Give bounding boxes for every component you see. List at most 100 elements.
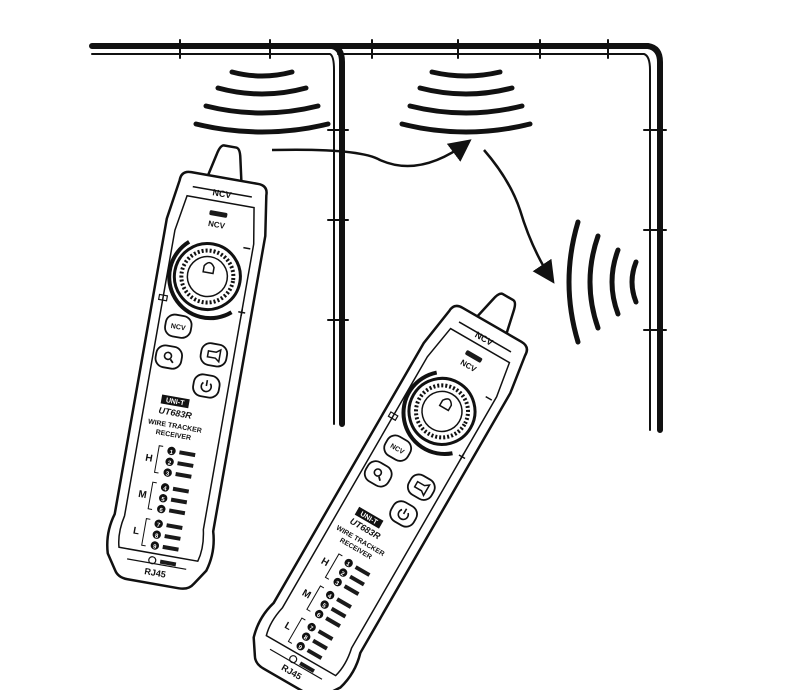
signal-waves-middle [399, 69, 533, 135]
tip-collar [192, 185, 252, 198]
rj45-port-label: RJ45 [144, 566, 167, 580]
power-icon [200, 379, 213, 393]
level-number-badge [296, 641, 305, 651]
brand-logo-bg [160, 394, 190, 409]
dial-face [421, 390, 463, 433]
port-divider [269, 648, 323, 680]
level-number-badge [333, 577, 342, 587]
signal-waves-right [566, 219, 639, 345]
button-shell [199, 342, 229, 368]
level-number-badge [150, 541, 160, 550]
level-number-badge [338, 568, 348, 577]
level-led [317, 629, 334, 641]
dial-knob-icon [202, 261, 215, 275]
level-led [179, 450, 196, 458]
battery-icon [387, 411, 399, 422]
level-number: 4 [326, 593, 332, 600]
arrow-to-right [483, 149, 555, 284]
search-icon [163, 351, 174, 364]
power-button[interactable] [192, 373, 221, 399]
button-shell [389, 500, 418, 528]
level-led [170, 497, 188, 505]
level-led [172, 486, 190, 494]
brand-logo: UNI-T [160, 394, 190, 409]
level-number: 5 [321, 603, 327, 610]
level-number-badge [320, 600, 329, 609]
button-shell [164, 313, 193, 339]
ncv-led-label: NCV [207, 219, 226, 231]
tip-collar [458, 321, 512, 353]
level-number-badge [325, 590, 335, 600]
level-bracket [306, 585, 325, 612]
level-group-m: M [137, 489, 147, 501]
level-led [177, 461, 194, 468]
cable-clips [179, 39, 667, 331]
level-bracket [153, 445, 164, 474]
arrow-to-middle [271, 139, 472, 168]
level-led [325, 616, 341, 628]
level-number: 7 [308, 625, 314, 632]
dial-face [186, 255, 229, 298]
search-button[interactable] [361, 458, 395, 490]
battery-icon [157, 293, 169, 302]
brand-text: UNI-T [165, 397, 185, 407]
ncv-button-label: NCV [170, 323, 186, 333]
device-bezel [265, 327, 511, 677]
level-number-badge [344, 558, 353, 568]
power-button[interactable] [387, 498, 421, 530]
search-icon [373, 468, 383, 481]
level-number-badge [307, 622, 316, 632]
level-led [166, 523, 183, 530]
level-number: 4 [163, 486, 168, 493]
level-number-badge [160, 483, 170, 492]
search-button[interactable] [154, 344, 183, 370]
level-number-badge [167, 446, 176, 456]
button-shell [192, 373, 221, 399]
level-number: 6 [159, 508, 164, 515]
level-number-badge [314, 609, 324, 619]
ground-led [299, 661, 315, 673]
dial-knurl [179, 248, 236, 305]
signal-waves-left [193, 69, 331, 135]
level-number: 3 [165, 471, 170, 478]
level-number: 1 [345, 561, 351, 568]
tip-ncv-label: NCV [212, 187, 232, 200]
level-number: 2 [167, 461, 172, 468]
dial-scale-arc [401, 370, 453, 456]
button-shell [406, 473, 436, 501]
dial-minus-label: − [242, 239, 253, 256]
level-led [349, 574, 365, 587]
ncv-button[interactable]: NCV [164, 313, 193, 339]
level-number-badge [163, 468, 172, 477]
level-number-badge [165, 457, 174, 466]
level-led [164, 534, 181, 541]
dial-knurl [414, 383, 470, 440]
level-number: 3 [334, 580, 340, 587]
level-led [306, 648, 323, 660]
level-led [330, 606, 347, 619]
flashlight-button[interactable] [405, 471, 439, 503]
ncv-button[interactable]: NCV [381, 432, 415, 464]
level-group-h: H [144, 453, 153, 465]
wall-cable [89, 39, 667, 433]
dial-knob-icon [438, 398, 453, 412]
level-bracket [287, 617, 306, 644]
level-number: 2 [339, 571, 345, 578]
level-bracket [324, 553, 343, 580]
level-number: 9 [297, 644, 303, 651]
port-divider [127, 558, 187, 570]
level-led [168, 508, 186, 516]
level-group-l: L [132, 526, 140, 538]
flashlight-button[interactable] [199, 342, 229, 368]
flashlight-icon [206, 348, 222, 364]
level-bracket [147, 481, 157, 510]
level-led [343, 584, 360, 596]
level-number: 6 [315, 612, 321, 619]
level-group-h: H [319, 556, 331, 569]
level-number: 9 [152, 544, 157, 551]
button-shell [363, 460, 393, 488]
level-number-badge [154, 519, 163, 529]
